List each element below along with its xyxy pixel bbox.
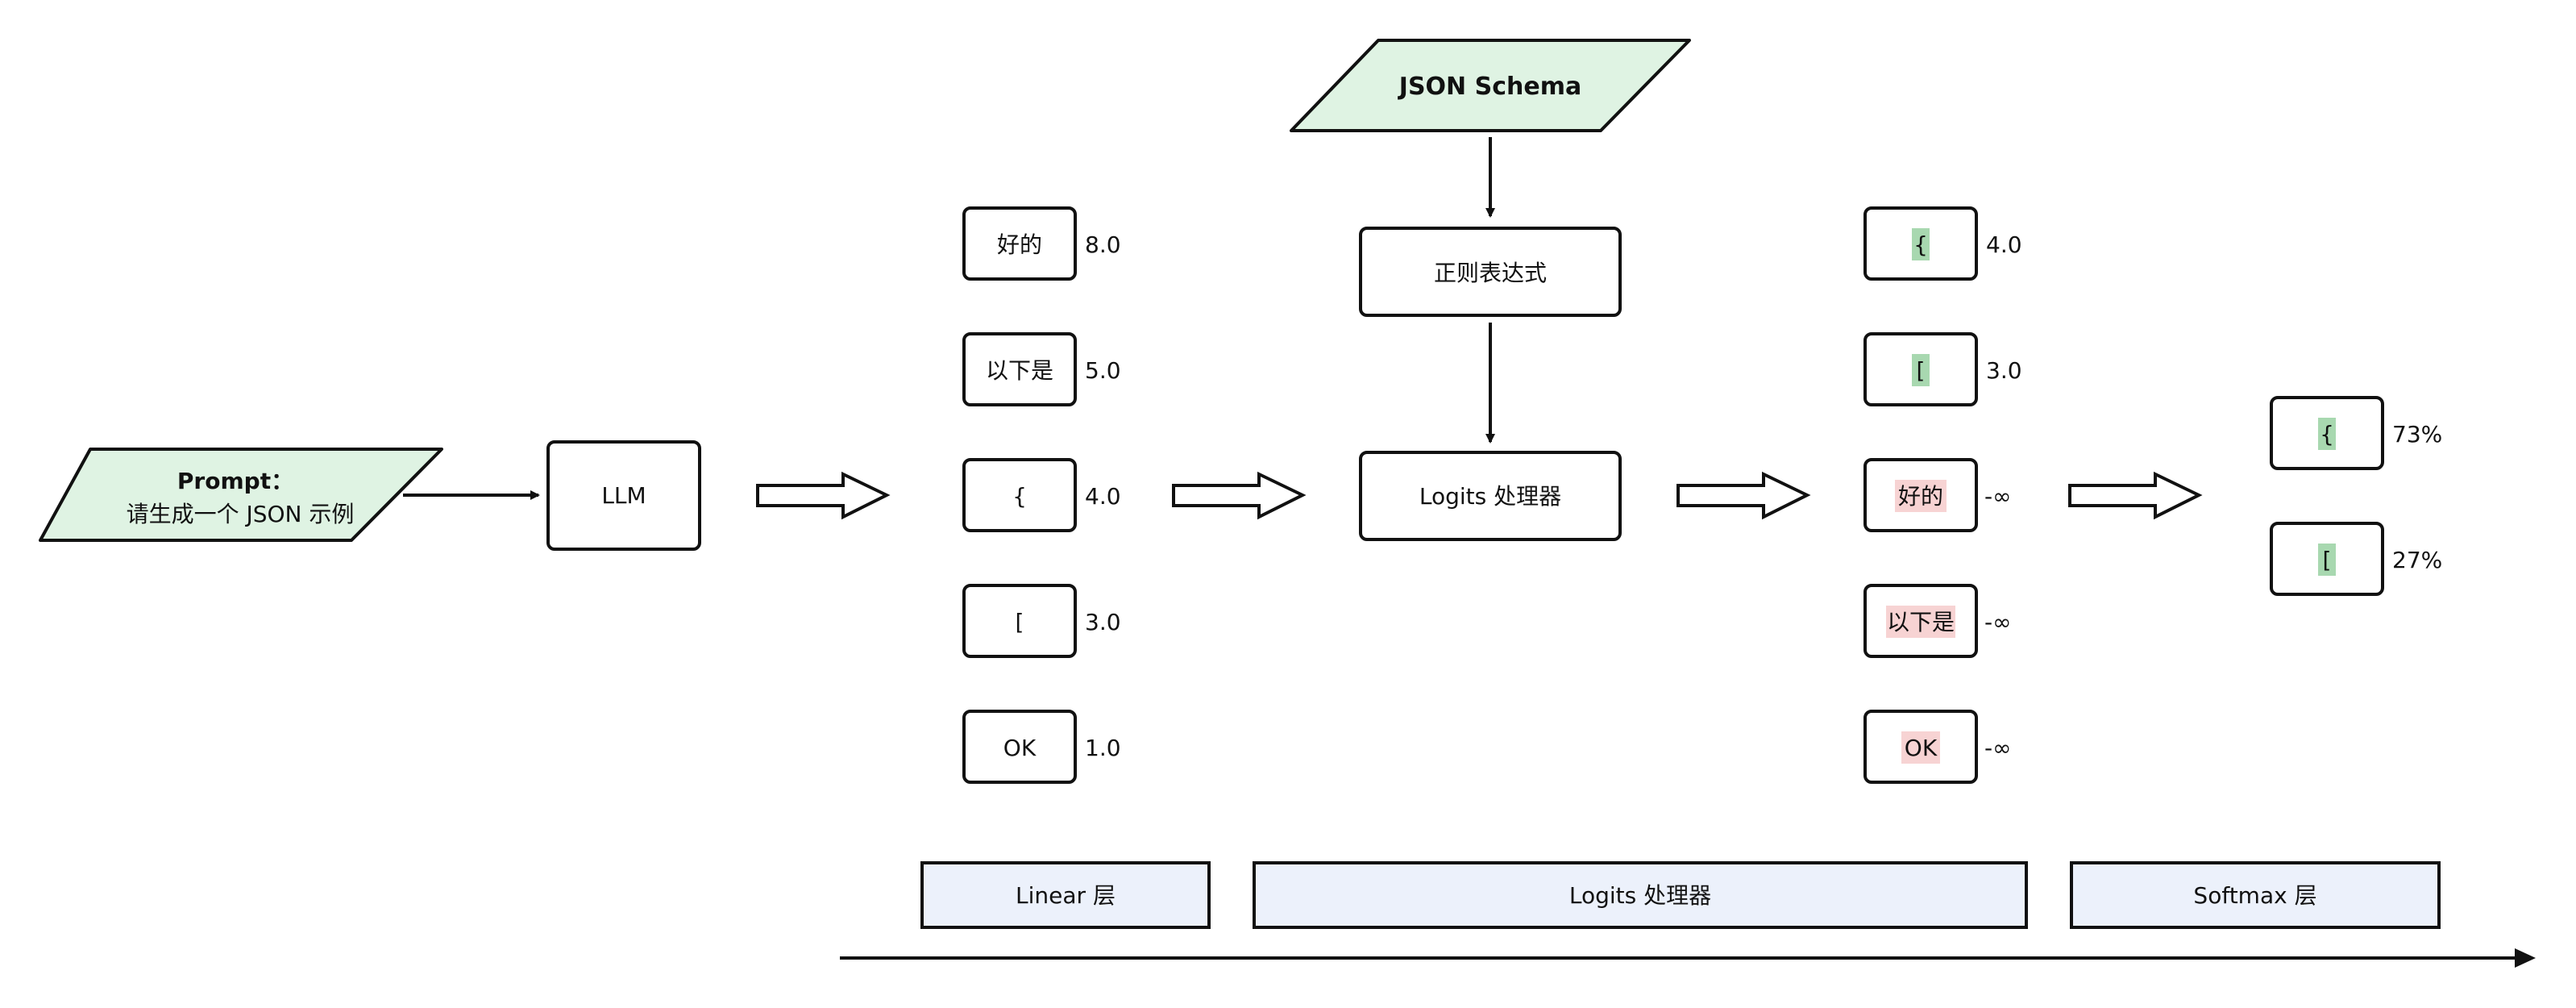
token-label: { — [2320, 421, 2334, 448]
token-label: 以下是 — [986, 357, 1053, 384]
prompt-title: Prompt： — [177, 468, 293, 494]
linear-logit-item: OK 1.0 — [962, 710, 1121, 784]
token-label: { — [1012, 483, 1027, 510]
probability-value: 27% — [2392, 547, 2442, 573]
logit-value: 3.0 — [1986, 357, 2022, 384]
regex-node: 正则表达式 — [1359, 227, 1622, 317]
json-schema-label: JSON Schema — [1398, 73, 1581, 101]
softmax-prob-item: [ 27% — [2270, 522, 2442, 596]
blocked-highlight — [1895, 480, 1947, 512]
token-label: 好的 — [997, 231, 1042, 258]
processed-logit-item: 以下是 -∞ — [1863, 584, 2011, 658]
softmax-probs-list: { 73% [ 27% — [2270, 396, 2442, 596]
processed-logit-item: { 4.0 — [1863, 206, 2022, 281]
allowed-highlight — [2318, 544, 2336, 576]
prompt-text: 请生成一个 JSON 示例 — [127, 501, 355, 527]
linear-logit-item: [ 3.0 — [962, 584, 1121, 658]
blocked-highlight — [1886, 606, 1955, 638]
linear-logits-list: 好的 8.0 以下是 5.0 { 4.0 [ 3.0 OK 1.0 — [962, 206, 1121, 784]
stage-label-processor: Logits 处理器 — [1253, 861, 2028, 929]
processed-logit-item: [ 3.0 — [1863, 332, 2022, 406]
blocked-highlight — [1901, 731, 1940, 764]
llm-node: LLM — [546, 440, 701, 551]
probability-value: 73% — [2392, 421, 2442, 448]
block-arrow-3 — [1676, 471, 1811, 520]
token-label: 以下是 — [1887, 609, 1955, 635]
json-schema-node: JSON Schema — [1290, 39, 1691, 132]
stage-label-text: Logits 处理器 — [1569, 882, 1711, 909]
processed-logit-item: 好的 -∞ — [1863, 458, 2011, 532]
logit-value: 1.0 — [1085, 735, 1121, 761]
linear-logit-item: { 4.0 — [962, 458, 1121, 532]
stage-label-text: Linear 层 — [1016, 882, 1116, 909]
logit-value: 4.0 — [1085, 483, 1121, 510]
logits-processor-label: Logits 处理器 — [1419, 483, 1561, 510]
block-arrow-1 — [756, 471, 891, 520]
logit-value: 5.0 — [1085, 357, 1121, 384]
token-label: [ — [1016, 609, 1024, 635]
stage-label-linear: Linear 层 — [920, 861, 1211, 929]
processed-logit-item: OK -∞ — [1863, 710, 2011, 784]
token-label: 好的 — [1898, 483, 1943, 510]
softmax-prob-item: { 73% — [2270, 396, 2442, 470]
token-label: [ — [1917, 357, 1926, 384]
logits-processor-node: Logits 处理器 — [1359, 451, 1622, 541]
allowed-highlight — [1912, 354, 1930, 386]
logit-value: 4.0 — [1986, 231, 2022, 258]
llm-label: LLM — [601, 482, 646, 509]
regex-label: 正则表达式 — [1434, 260, 1547, 286]
logit-value: -∞ — [1984, 609, 2011, 635]
allowed-highlight — [1912, 228, 1930, 260]
allowed-highlight — [2318, 418, 2336, 450]
token-label: OK — [1905, 735, 1938, 761]
logit-value: -∞ — [1984, 483, 2011, 510]
prompt-node: Prompt： 请生成一个 JSON 示例 — [39, 448, 443, 542]
linear-logit-item: 好的 8.0 — [962, 206, 1121, 281]
token-label: { — [1913, 231, 1928, 258]
linear-logit-item: 以下是 5.0 — [962, 332, 1121, 406]
token-label: [ — [2323, 547, 2332, 573]
logit-value: -∞ — [1984, 735, 2011, 761]
processed-logits-list: { 4.0 [ 3.0 好的 -∞ 以下是 -∞ OK -∞ — [1863, 206, 2022, 784]
block-arrow-4 — [2068, 471, 2203, 520]
stage-label-softmax: Softmax 层 — [2070, 861, 2441, 929]
logit-value: 8.0 — [1085, 231, 1121, 258]
logit-value: 3.0 — [1085, 609, 1121, 635]
pipeline-timeline-arrowhead — [2515, 948, 2536, 968]
token-label: OK — [1003, 735, 1037, 761]
stage-label-text: Softmax 层 — [2193, 882, 2316, 909]
block-arrow-2 — [1172, 471, 1307, 520]
